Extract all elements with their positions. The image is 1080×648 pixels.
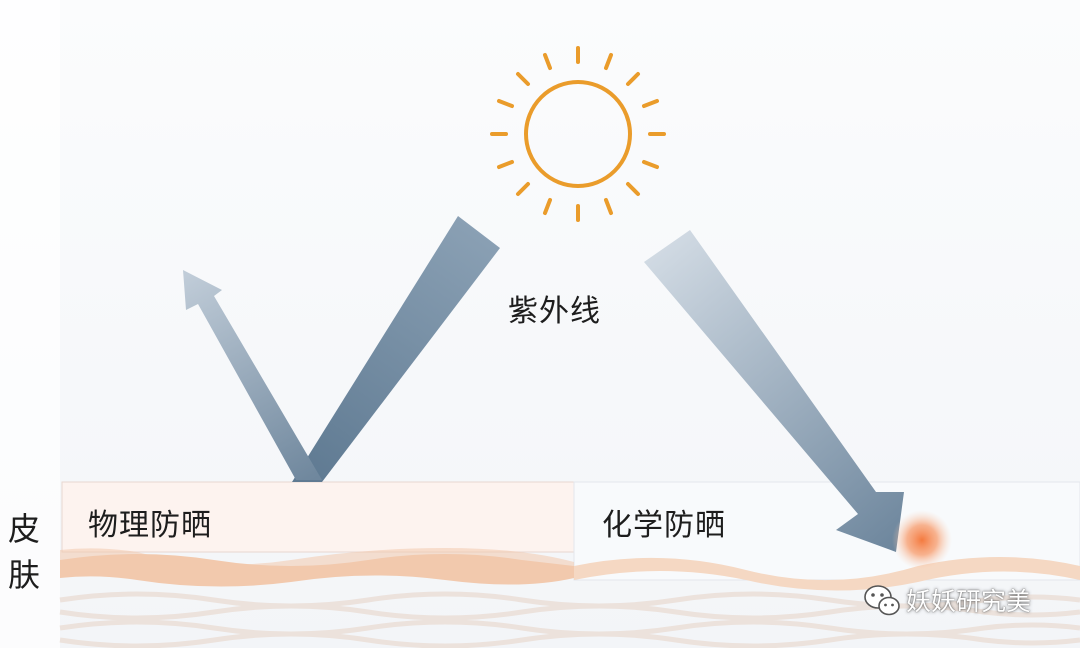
left-margin-strip bbox=[0, 0, 60, 648]
skin-label-char: 肤 bbox=[8, 556, 42, 594]
uv-label: 紫外线 bbox=[508, 294, 601, 329]
skin-label: 皮肤 bbox=[8, 506, 41, 598]
uv-arrow-absorbed bbox=[644, 230, 904, 552]
skin-label-char: 皮 bbox=[8, 510, 42, 548]
absorption-hotspot bbox=[892, 510, 952, 570]
uv-arrow-reflected bbox=[183, 270, 322, 480]
sun-icon bbox=[490, 46, 666, 222]
uv-arrow-incoming-left bbox=[292, 216, 500, 482]
watermark-text: 妖妖研究美 bbox=[906, 587, 1032, 616]
physical-sunscreen-layer bbox=[61, 481, 575, 553]
wechat-icon bbox=[864, 585, 900, 616]
skin-layers bbox=[59, 548, 1080, 648]
chemical-sunscreen-label: 化学防晒 bbox=[602, 508, 726, 543]
watermark: 妖妖研究美 bbox=[862, 582, 1031, 618]
physical-sunscreen-label: 物理防晒 bbox=[88, 508, 212, 543]
